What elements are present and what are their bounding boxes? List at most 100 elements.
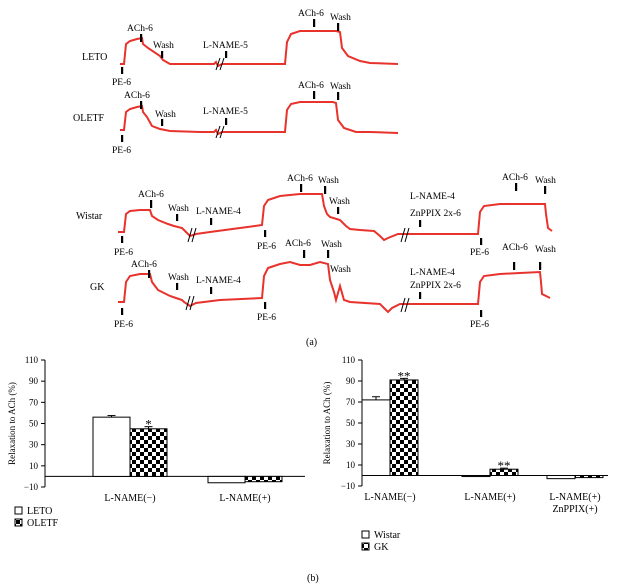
event-marker [419,220,422,227]
event-label: Wash [318,176,339,186]
legend-label: GK [374,542,389,553]
event-label: ZnPPIX 2x-6 [410,209,461,219]
trace-line [118,260,551,314]
event-label: ACh-6 [138,190,164,200]
event-marker [176,214,179,221]
legend-swatch [14,518,23,527]
trace-row-gk: GK ACh-6 Wash PE-6 L-NAME-4 PE-6 ACh-6 W… [90,239,556,330]
event-marker [513,262,516,270]
break-mark [191,227,197,243]
y-tick-label: −10 [341,481,356,491]
y-axis-label: Relaxation to ACh (%) [322,382,332,465]
event-label: ACh-6 [502,243,528,253]
break-mark [400,227,406,243]
category-label: L-NAME(−) [104,493,155,504]
break-mark [404,297,410,313]
event-marker [480,310,483,317]
event-marker [337,23,340,31]
event-marker [225,118,228,125]
row-label: Wistar [76,211,103,222]
event-marker [161,51,164,58]
event-label: ZnPPIX 2x-6 [410,281,461,291]
event-label: Wash [330,265,351,275]
event-label: ACh-6 [298,9,324,19]
event-label: PE-6 [470,248,489,258]
category-label: L-NAME(−) [364,492,415,503]
event-label: PE-6 [114,248,133,258]
event-label: Wash [168,204,189,214]
event-label: Wash [329,197,350,207]
event-label: ACh-6 [124,91,150,101]
bar [207,475,246,484]
event-marker [303,250,306,258]
legend-swatch [361,542,370,551]
event-marker [327,250,330,258]
event-label: PE-6 [112,78,131,88]
y-tick-label: 110 [342,355,356,365]
break-mark [404,227,410,243]
row-label: LETO [82,52,107,63]
event-label: PE-6 [470,320,489,330]
event-label: L-NAME-4 [410,192,455,202]
category-label: L-NAME(+) [549,492,600,503]
trace-row-oletf: OLETF ACh-6 Wash PE-6 L-NAME-5 ACh-6 Was… [73,81,399,156]
event-marker [515,183,518,191]
event-label: ACh-6 [131,260,157,270]
legend-label: OLETF [27,518,59,529]
event-label: Wash [330,82,351,92]
significance-mark: * [145,417,152,432]
break-mark [189,295,195,311]
event-marker [121,308,124,315]
bar [546,475,576,480]
event-label: Wash [155,110,176,120]
bar [92,416,131,477]
bar [389,379,419,477]
event-marker [121,236,124,243]
y-tick-label: 110 [25,355,39,365]
y-tick-label: 30 [346,439,356,449]
event-marker [148,270,151,278]
event-label: ACh-6 [285,239,311,249]
break-mark [219,125,225,139]
event-label: ACh-6 [502,173,528,183]
event-marker [544,186,547,194]
event-label: L-NAME-4 [196,207,241,217]
event-marker [140,101,143,109]
event-label: Wash [168,273,189,283]
y-tick-label: 70 [346,397,356,407]
event-label: Wash [321,240,342,250]
event-marker [140,34,143,42]
y-tick-label: 50 [346,418,356,428]
event-label: Wash [535,176,556,186]
y-tick-label: 50 [29,419,39,429]
event-label: PE-6 [257,313,276,323]
category-label: L-NAME(+) [464,492,515,503]
trace-line [118,193,553,242]
event-marker [300,184,303,192]
event-label: L-NAME-5 [203,107,248,117]
bar [129,428,168,477]
y-tick-label: 30 [29,440,39,450]
legend-label: LETO [27,506,52,517]
y-tick-label: −10 [24,482,39,492]
trace-row-wistar: Wistar ACh-6 Wash PE-6 L-NAME-4 PE-6 ACh… [76,173,556,258]
y-tick-label: 70 [29,397,39,407]
event-marker [210,218,213,225]
event-label: ACh-6 [298,81,324,91]
row-label: OLETF [73,113,105,124]
y-tick-label: 90 [346,376,356,386]
break-mark [219,57,225,71]
event-marker [264,230,267,237]
event-marker [419,292,422,299]
break-mark [185,295,191,311]
event-marker [121,135,124,142]
event-marker [161,119,164,126]
y-tick-label: 10 [346,460,356,470]
legend-swatch [361,530,370,539]
category-label: L-NAME(+) [219,493,270,504]
panel-caption: (b) [307,573,319,584]
event-label: Wash [535,245,556,255]
